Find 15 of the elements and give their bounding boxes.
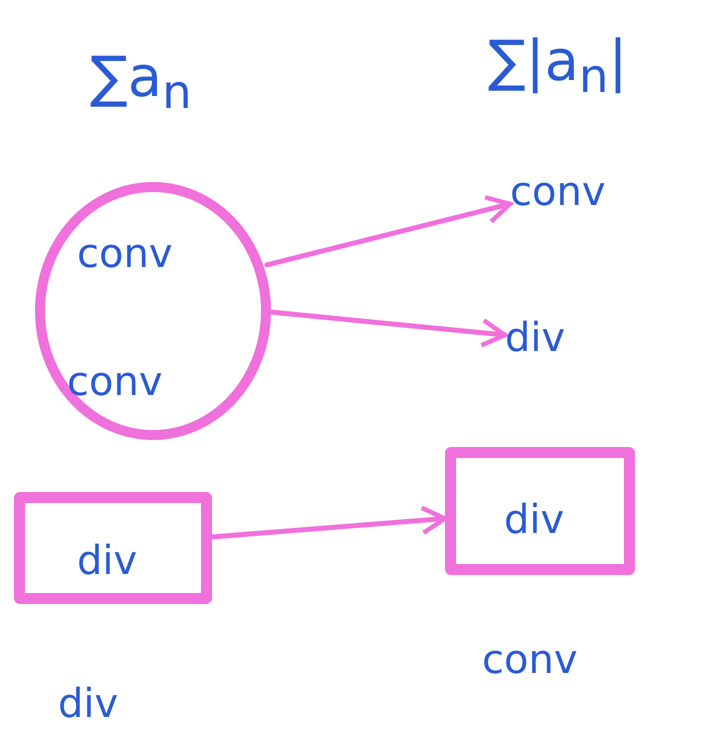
text-label: div: [58, 684, 118, 724]
node-text: div: [77, 541, 138, 581]
node-text: div: [504, 500, 564, 540]
column-heading: ∑a$_{n}$: [90, 50, 192, 117]
rectangle-box: [445, 447, 635, 575]
circle-outline: [35, 182, 271, 440]
column-heading: ∑|a$_{n}$|: [488, 34, 628, 101]
rectangle-box: [14, 492, 212, 604]
node-text: conv: [67, 362, 162, 402]
arrow: [264, 195, 512, 268]
arrow: [210, 506, 448, 540]
text-label: conv: [482, 640, 578, 680]
node-text: conv: [510, 172, 606, 212]
node-text: conv: [77, 234, 172, 274]
node-text: div: [505, 318, 566, 358]
